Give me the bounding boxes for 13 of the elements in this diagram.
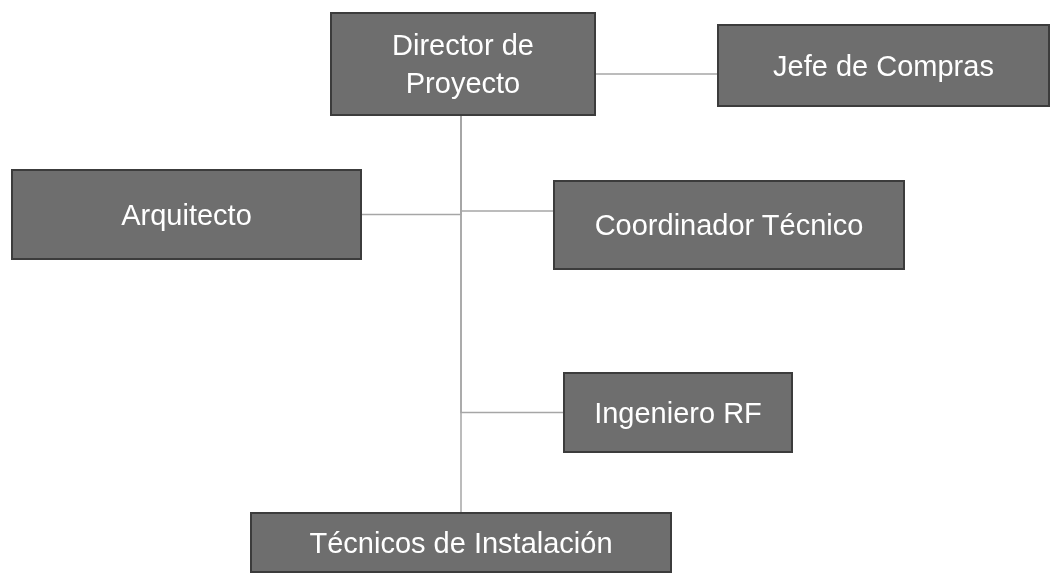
role-title: Ingeniero RF bbox=[594, 395, 762, 431]
role-title: Técnicos de Instalación bbox=[309, 525, 613, 561]
org-box bbox=[11, 169, 362, 260]
role-title: Arquitecto bbox=[121, 197, 252, 233]
org-box bbox=[250, 512, 672, 573]
role-title: Jefe de Compras bbox=[773, 48, 994, 84]
role-title: Coordinador Técnico bbox=[594, 208, 864, 243]
org-box bbox=[717, 24, 1050, 107]
org-box bbox=[563, 372, 793, 453]
role-title: Director de Proyecto bbox=[391, 28, 535, 101]
org-box bbox=[553, 180, 905, 270]
connector-line bbox=[595, 73, 718, 75]
org-box bbox=[330, 12, 596, 116]
